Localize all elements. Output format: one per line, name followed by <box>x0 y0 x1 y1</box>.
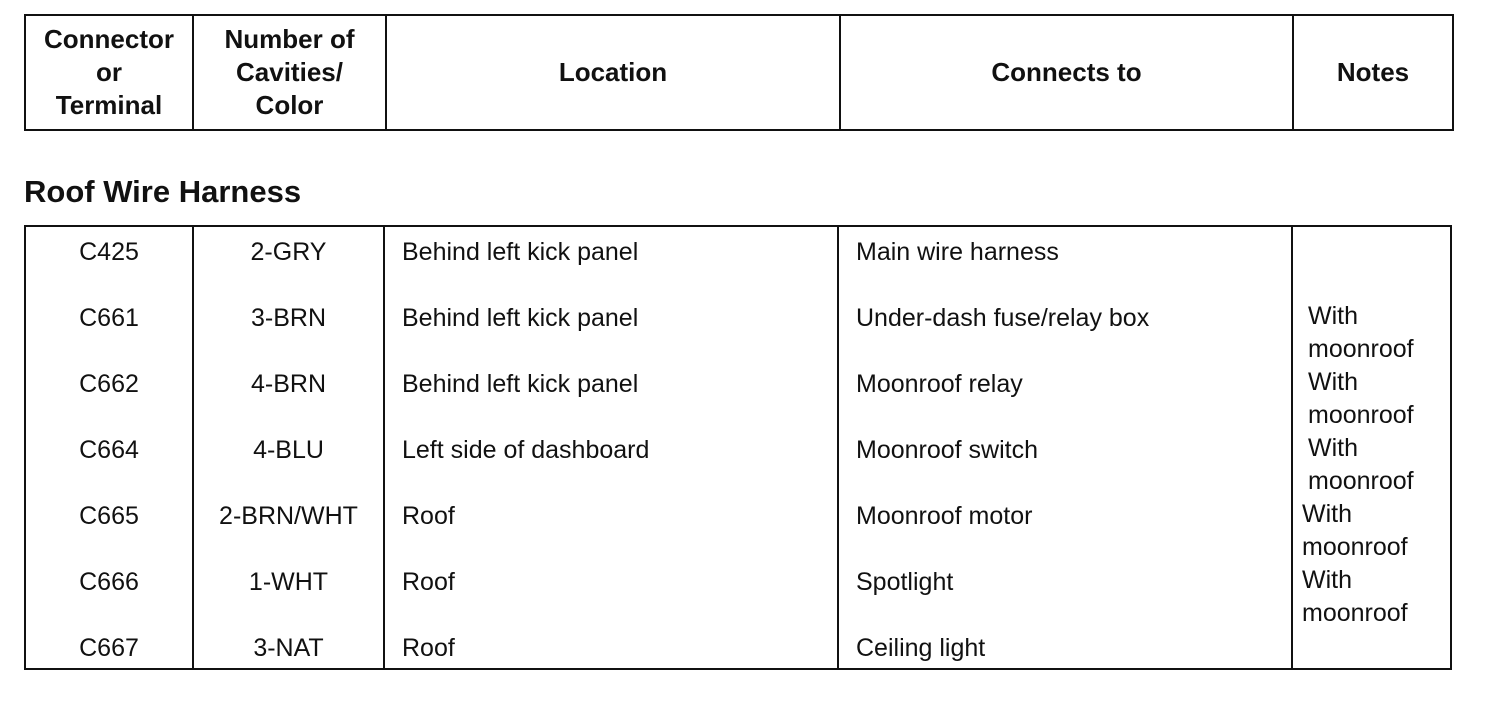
connects-to-cell: Spotlight <box>856 568 954 596</box>
connects-to-cell: Ceiling light <box>856 634 986 662</box>
connector-cell: C664 <box>79 436 139 464</box>
header-connector: Connector or Terminal <box>26 16 194 129</box>
notes-cell: With moonroof <box>1308 434 1414 495</box>
header-connects-to: Connects to <box>841 16 1294 129</box>
cavities-cell: 1-WHT <box>248 568 329 596</box>
table-row: C662 4-BRN Behind left kick panel Moonro… <box>26 359 1450 425</box>
notes-cell: With moonroof <box>1302 500 1408 561</box>
location-cell: Behind left kick panel <box>402 370 639 398</box>
connects-to-cell: Moonroof switch <box>856 436 1039 464</box>
cavities-cell: 3-NAT <box>253 634 324 662</box>
header-cavities: Number of Cavities/ Color <box>194 16 387 129</box>
column-divider <box>192 227 194 668</box>
section-title: Roof Wire Harness <box>24 174 302 209</box>
cavities-cell: 4-BLU <box>253 436 324 464</box>
table-row: C666 1-WHT Roof Spotlight <box>26 557 1450 623</box>
header-location: Location <box>387 16 841 129</box>
notes-cell: With moonroof <box>1308 368 1414 429</box>
cavities-cell: 2-BRN/WHT <box>219 502 358 530</box>
column-divider <box>1291 227 1293 668</box>
header-notes: Notes <box>1336 57 1410 87</box>
connector-cell: C666 <box>79 568 139 596</box>
connects-to-cell: Main wire harness <box>856 238 1059 266</box>
location-cell: Left side of dashboard <box>402 436 650 464</box>
connector-cell: C667 <box>79 634 139 662</box>
connects-to-cell: Moonroof relay <box>856 370 1023 398</box>
connector-cell: C662 <box>79 370 139 398</box>
cavities-cell: 4-BRN <box>250 370 326 398</box>
connector-cell: C661 <box>79 304 139 332</box>
cavities-cell: 2-GRY <box>250 238 327 266</box>
connector-cell: C425 <box>79 238 139 266</box>
table-row: C425 2-GRY Behind left kick panel Main w… <box>26 227 1450 293</box>
cavities-cell: 3-BRN <box>250 304 326 332</box>
table-row: C665 2-BRN/WHT Roof Moonroof motor <box>26 491 1450 557</box>
location-cell: Behind left kick panel <box>402 238 639 266</box>
column-divider <box>383 227 385 668</box>
location-cell: Roof <box>402 568 455 596</box>
table-row: C664 4-BLU Left side of dashboard Moonro… <box>26 425 1450 491</box>
connector-cell: C665 <box>79 502 139 530</box>
notes-cell: With moonroof <box>1308 302 1414 363</box>
column-divider <box>837 227 839 668</box>
table-row: C661 3-BRN Behind left kick panel Under-… <box>26 293 1450 359</box>
table-row: C667 3-NAT Roof Ceiling light <box>26 623 1450 689</box>
location-cell: Roof <box>402 502 455 530</box>
location-cell: Behind left kick panel <box>402 304 639 332</box>
notes-cell: With moonroof <box>1302 566 1408 627</box>
location-cell: Roof <box>402 634 455 662</box>
connects-to-cell: Under-dash fuse/relay box <box>856 304 1150 332</box>
connects-to-cell: Moonroof motor <box>856 502 1033 530</box>
harness-table: C425 2-GRY Behind left kick panel Main w… <box>24 225 1452 670</box>
header-table: Connector or Terminal Number of Cavities… <box>24 14 1454 131</box>
